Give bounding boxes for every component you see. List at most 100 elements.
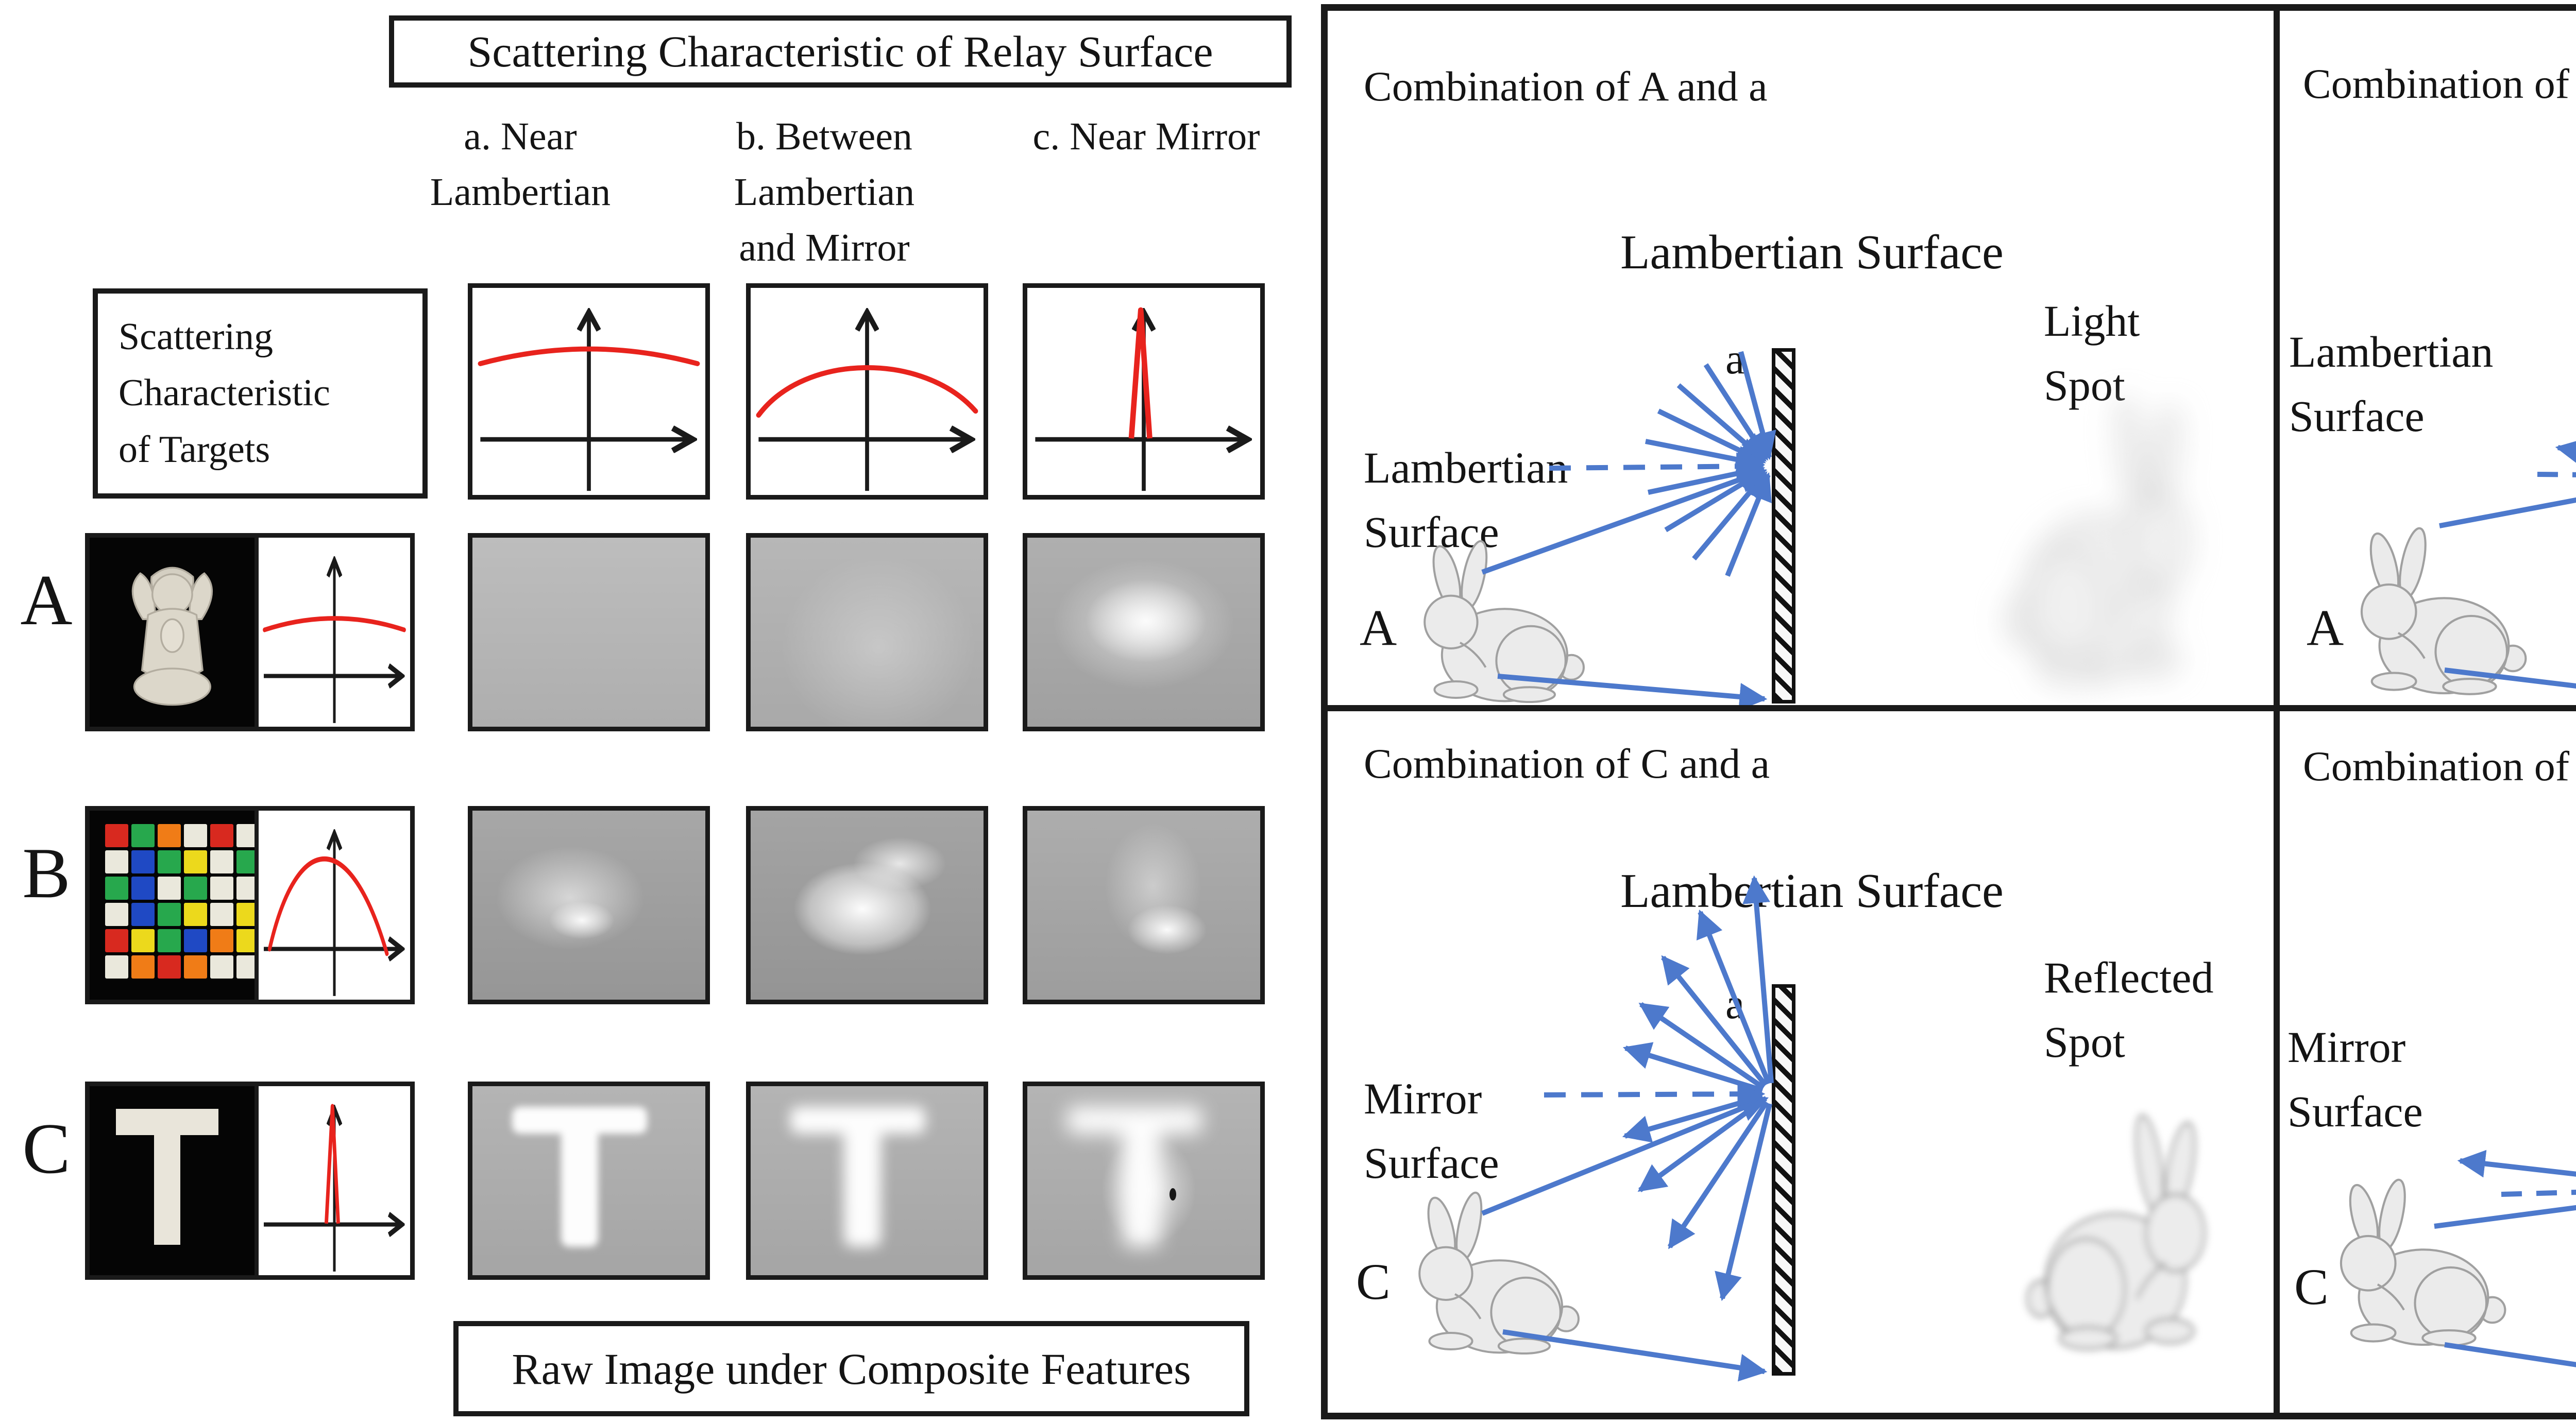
object-surface-label: Mirror Surface bbox=[1364, 1067, 1499, 1195]
relay-profile-curve-c-icon bbox=[1027, 288, 1260, 495]
object-line2: Surface bbox=[1364, 1138, 1499, 1188]
target-profile-plot-B bbox=[255, 811, 410, 1000]
quadrant-C-a: Combination of C and a Lambertian Surfac… bbox=[1328, 711, 2274, 1413]
column-header-a: a. Near Lambertian bbox=[381, 109, 659, 220]
checker-cell bbox=[131, 824, 155, 847]
angel-figurine-icon bbox=[131, 567, 213, 706]
checker-cell bbox=[236, 929, 255, 952]
targets-title-box: Scattering Characteristic of Targets bbox=[93, 288, 428, 499]
checker-cell bbox=[158, 903, 181, 926]
checker-cell bbox=[236, 903, 255, 926]
checker-cell bbox=[210, 929, 233, 952]
checker-cell bbox=[105, 903, 128, 926]
target-profile-curve-A-icon bbox=[259, 538, 410, 727]
relay-surface-bar bbox=[1772, 348, 1795, 704]
checker-cell bbox=[210, 850, 233, 873]
relay-surface-title: Scattering Characteristic of Relay Surfa… bbox=[467, 27, 1213, 76]
checker-cell bbox=[105, 877, 128, 900]
row-label-B: B bbox=[22, 833, 71, 913]
object-line2: Surface bbox=[2289, 391, 2425, 441]
relay-surface-bar bbox=[1772, 984, 1795, 1376]
raw-image-A-b bbox=[746, 533, 988, 731]
target-profile-curve-C-icon bbox=[259, 1086, 410, 1275]
letter-T-photo bbox=[90, 1086, 255, 1275]
checker-cell bbox=[131, 903, 155, 926]
checker-cell bbox=[210, 824, 233, 847]
object-letter: C bbox=[2294, 1258, 2329, 1315]
checker-cell bbox=[184, 824, 207, 847]
quadrant-title: Combination of A and c bbox=[2303, 60, 2576, 107]
quadrant-C-c: Combination of C and c Near Mirror c Mir… bbox=[2280, 711, 2576, 1413]
object-surface-label: Lambertian Surface bbox=[2289, 320, 2493, 448]
column-header-b-line3: and Mirror bbox=[739, 226, 910, 269]
checker-cell bbox=[158, 929, 181, 952]
targets-title-line2: Characteristic bbox=[118, 372, 330, 415]
checker-cell bbox=[210, 877, 233, 900]
checker-cell bbox=[236, 877, 255, 900]
object-line1: Mirror bbox=[2287, 1022, 2406, 1072]
column-header-a-line1: a. Near bbox=[464, 115, 577, 158]
raw-image-caption: Raw Image under Composite Features bbox=[512, 1344, 1191, 1394]
light-rays bbox=[1481, 351, 1776, 705]
angel-figurine-photo bbox=[90, 538, 255, 727]
raw-image-B-c bbox=[1023, 806, 1265, 1004]
target-cell-A bbox=[85, 533, 415, 731]
column-header-b: b. Between Lambertian and Mirror bbox=[680, 109, 969, 276]
combination-panel: Combination of A and a Lambertian Surfac… bbox=[1321, 4, 2576, 1419]
column-header-a-line2: Lambertian bbox=[430, 170, 611, 214]
checker-cell bbox=[131, 877, 155, 900]
checker-cell bbox=[105, 850, 128, 873]
checker-cell bbox=[158, 955, 181, 979]
object-letter: C bbox=[1356, 1253, 1391, 1310]
checker-cell bbox=[158, 850, 181, 873]
relay-profile-plot-a bbox=[468, 283, 710, 500]
blurred-T-icon bbox=[1027, 1086, 1260, 1275]
target-profile-plot-C bbox=[255, 1086, 410, 1275]
checker-cell bbox=[105, 929, 128, 952]
target-profile-plot-A bbox=[255, 538, 410, 727]
result-line2: Spot bbox=[2044, 360, 2125, 410]
raw-image-B-a bbox=[468, 806, 710, 1004]
column-header-c: c. Near Mirror bbox=[994, 109, 1298, 165]
quadrant-title: Combination of A and a bbox=[1364, 63, 1768, 110]
checker-cell bbox=[236, 955, 255, 979]
result-label: Reflected Spot bbox=[2044, 946, 2213, 1074]
relay-profile-curve-a-icon bbox=[472, 288, 705, 495]
result-line2: Spot bbox=[2044, 1017, 2125, 1067]
object-line2: Surface bbox=[2287, 1086, 2423, 1136]
checker-cell bbox=[184, 929, 207, 952]
object-letter: A bbox=[1360, 599, 1397, 656]
column-header-c-line1: c. Near Mirror bbox=[1032, 115, 1260, 158]
light-rays bbox=[2439, 438, 2576, 689]
checker-cell bbox=[236, 850, 255, 873]
object-line1: Lambertian bbox=[2289, 327, 2494, 376]
quadrant-title: Combination of C and c bbox=[2303, 743, 2576, 790]
checker-cell bbox=[158, 877, 181, 900]
raw-image-A-a bbox=[468, 533, 710, 731]
checker-cell bbox=[184, 850, 207, 873]
object-line1: Lambertian bbox=[1364, 443, 1568, 492]
object-surface-label: Lambertian Surface bbox=[1364, 436, 1568, 564]
checker-cell bbox=[158, 824, 181, 847]
row-label-C: C bbox=[22, 1109, 71, 1189]
relay-profile-curve-b-icon bbox=[751, 288, 984, 495]
checker-cell bbox=[210, 955, 233, 979]
checker-cell bbox=[131, 955, 155, 979]
quadrant-A-c: Combination of A and c Near Mirror c Lam… bbox=[2280, 11, 2576, 705]
quadrant-title: Combination of C and a bbox=[1364, 740, 1770, 787]
relay-surface-label: Lambertian Surface bbox=[1620, 864, 2004, 918]
raw-image-B-b bbox=[746, 806, 988, 1004]
quadrant-A-a: Combination of A and a Lambertian Surfac… bbox=[1328, 11, 2274, 705]
checker-cell bbox=[184, 955, 207, 979]
relay-profile-plot-c bbox=[1023, 283, 1265, 500]
raw-image-A-c bbox=[1023, 533, 1265, 731]
letter-T-stem-icon bbox=[154, 1109, 180, 1245]
checker-cell bbox=[131, 850, 155, 873]
color-checker-grid bbox=[105, 824, 255, 979]
raw-image-caption-box: Raw Image under Composite Features bbox=[453, 1321, 1249, 1416]
relay-surface-label: Lambertian Surface bbox=[1620, 226, 2004, 279]
raw-image-C-b bbox=[746, 1082, 988, 1280]
object-line1: Mirror bbox=[1364, 1074, 1482, 1123]
checker-cell bbox=[184, 877, 207, 900]
